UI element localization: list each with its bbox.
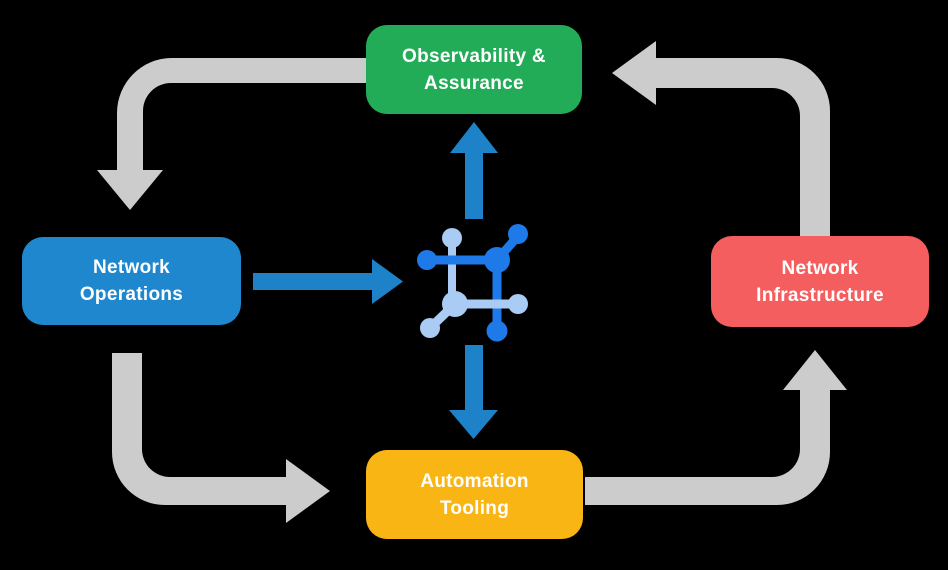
flow-arrow-observability-to-operations [97,58,366,210]
node-automation-label: Automation Tooling [420,470,529,519]
center-arrows [253,122,498,439]
icon-dark-topright-dot [508,224,528,244]
data-arrow-icon-to-automation [449,345,498,439]
network-fabric-icon [417,224,528,342]
icon-light-top-dot [442,228,462,248]
node-automation-tooling: Automation Tooling [366,450,583,539]
icon-light-bottomleft-dot [420,318,440,338]
node-network-operations: Network Operations [22,237,241,325]
node-observability-label: Observability & Assurance [402,45,546,94]
data-arrow-operations-to-icon [253,259,403,304]
icon-dark-left-dot [417,250,437,270]
data-arrow-icon-to-observability [450,122,498,219]
icon-dark-links [417,224,528,342]
icon-dark-bottom-dot [486,320,508,342]
cycle-arrows [97,41,847,523]
icon-dark-hub-node [484,247,510,273]
node-operations-label: Network Operations [79,257,184,305]
node-network-infrastructure: Network Infrastructure [711,236,929,327]
icon-light-right-dot [508,294,528,314]
node-infrastructure-label: Network Infrastructure [756,257,884,306]
flow-arrow-automation-to-infrastructure [585,350,847,505]
icon-light-links [420,291,528,338]
node-observability-assurance: Observability & Assurance [366,25,582,114]
flow-arrow-operations-to-automation [112,353,330,523]
icon-light-hub-node [442,291,468,317]
flow-arrow-infrastructure-to-observability [612,41,830,236]
